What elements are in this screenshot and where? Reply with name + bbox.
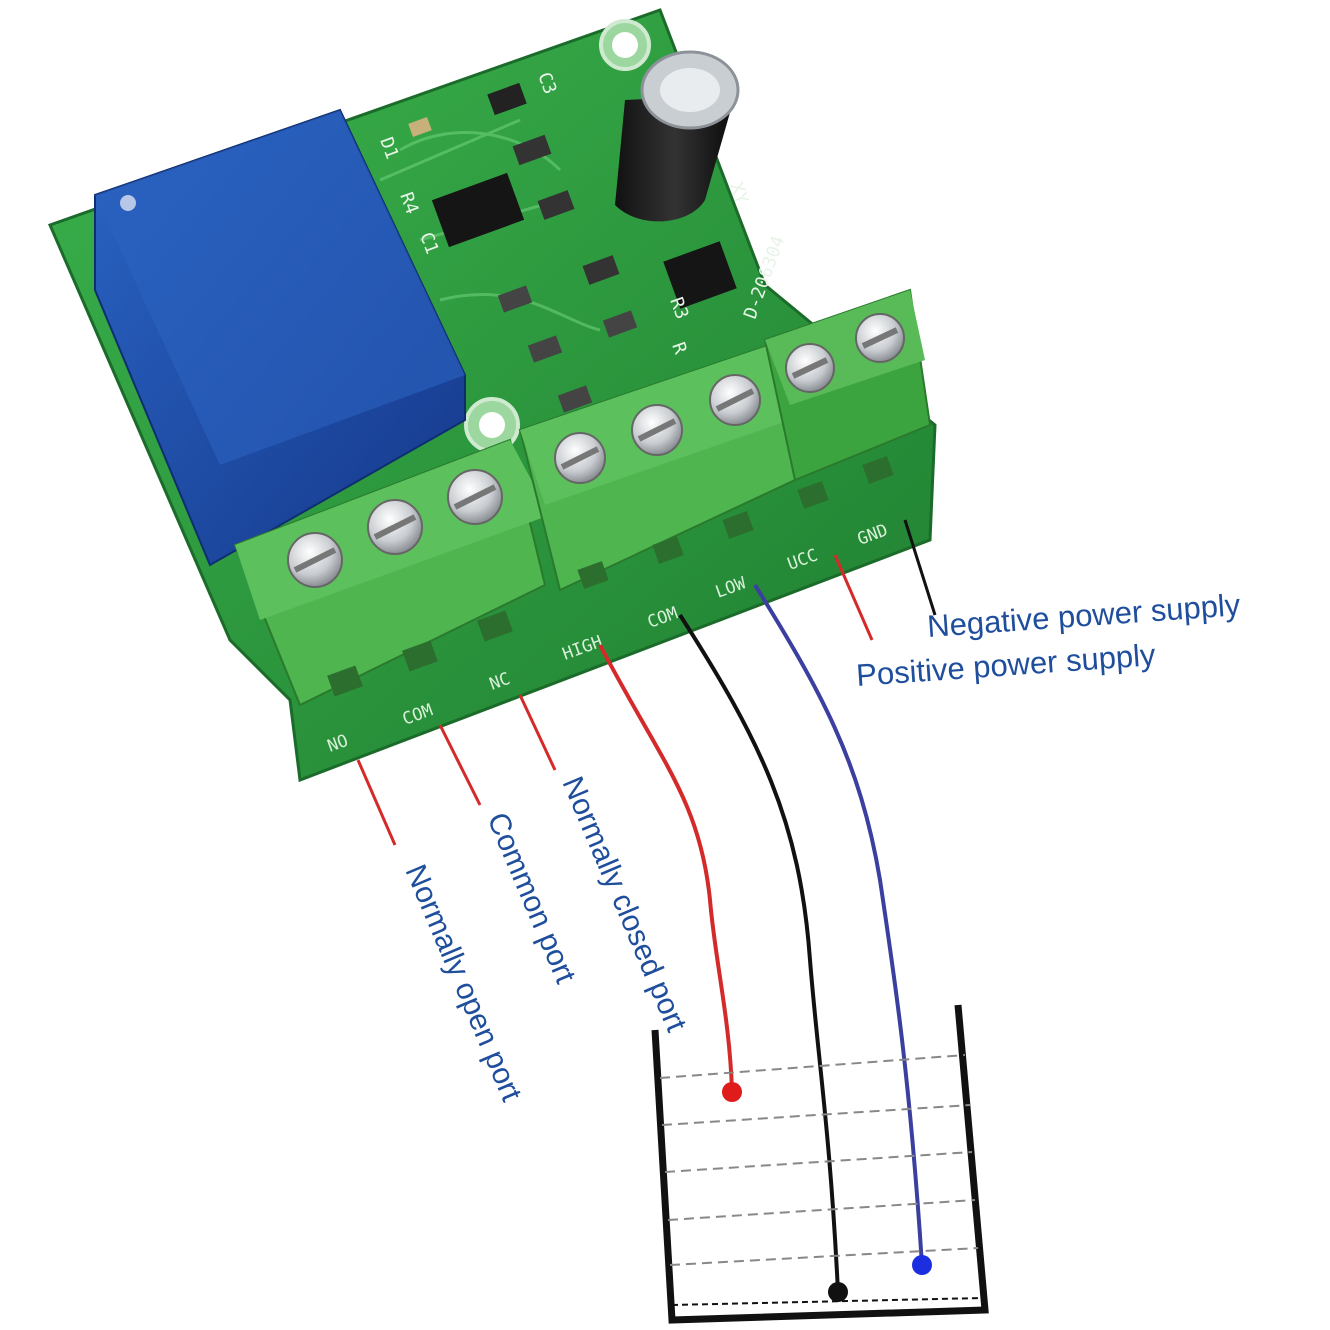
capacitor-icon [615, 50, 740, 222]
screw-icon [287, 313, 905, 588]
com-probe-dot-icon [828, 1282, 848, 1302]
positive-power-label: Positive power supply [855, 637, 1157, 693]
normally-closed-label: Normally closed port [556, 772, 693, 1037]
ic-chip-icon [431, 172, 737, 309]
high-probe-wire [598, 644, 734, 1093]
common-port-label: Common port [481, 808, 583, 989]
negative-power-label: Negative power supply [926, 587, 1242, 644]
relay-icon [94, 108, 466, 567]
low-probe-dot-icon [912, 1255, 932, 1275]
power-leads [833, 519, 937, 641]
low-probe-wire [753, 583, 924, 1266]
high-probe-dot-icon [722, 1082, 742, 1102]
water-container-icon [651, 1004, 989, 1324]
com-probe-wire [678, 613, 840, 1293]
relay-port-leads [356, 694, 557, 846]
normally-open-label: Normally open port [399, 860, 529, 1107]
